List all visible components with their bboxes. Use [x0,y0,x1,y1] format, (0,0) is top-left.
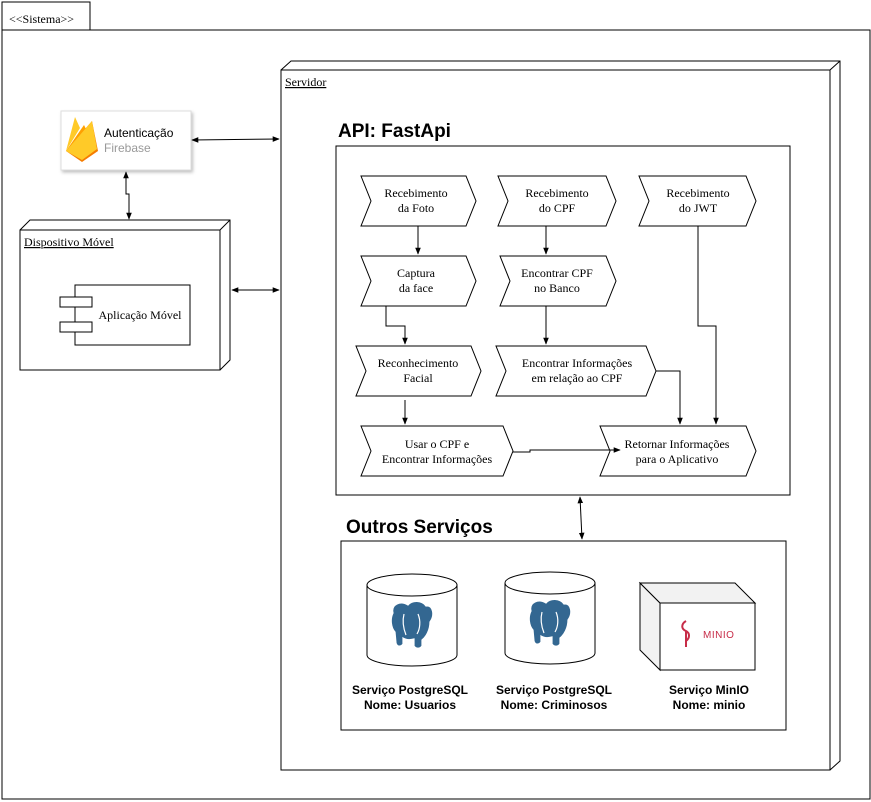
auth-subtitle: Firebase [104,141,151,155]
postgresql-elephant-icon [528,598,572,647]
component-port-icon [59,321,93,333]
other-services-title: Outros Serviços [346,517,493,538]
firebase-flame-icon [66,117,98,162]
edge-use-to-return [513,447,621,453]
edge-jwt-to-return [697,226,719,425]
auth-title: Autenticação [104,126,174,140]
mobile-app-component[interactable]: Aplicação Móvel [59,284,191,346]
component-port-icon [59,296,93,308]
system-label: <<Sistema>> [9,12,74,26]
edge-auth-server [191,136,280,143]
edge-capture-to-recognition [385,306,408,345]
api-flow-edges [385,226,719,453]
mobile-device-label: Dispositivo Móvel [24,235,114,249]
server-label: Servidor [285,75,326,89]
api-title: API: FastApi [338,121,451,142]
minio-logo-icon: MINIO [681,620,734,647]
svg-text:MINIO: MINIO [703,630,734,641]
mobile-app-label: Aplicação Móvel [99,308,183,322]
auth-firebase-card[interactable]: Autenticação Firebase [60,110,192,171]
edge-info-to-return [656,370,683,425]
connectors [123,136,585,540]
postgresql-elephant-icon [390,600,434,649]
edge-auth-mobile [123,171,132,220]
edge-api-services [577,496,585,540]
